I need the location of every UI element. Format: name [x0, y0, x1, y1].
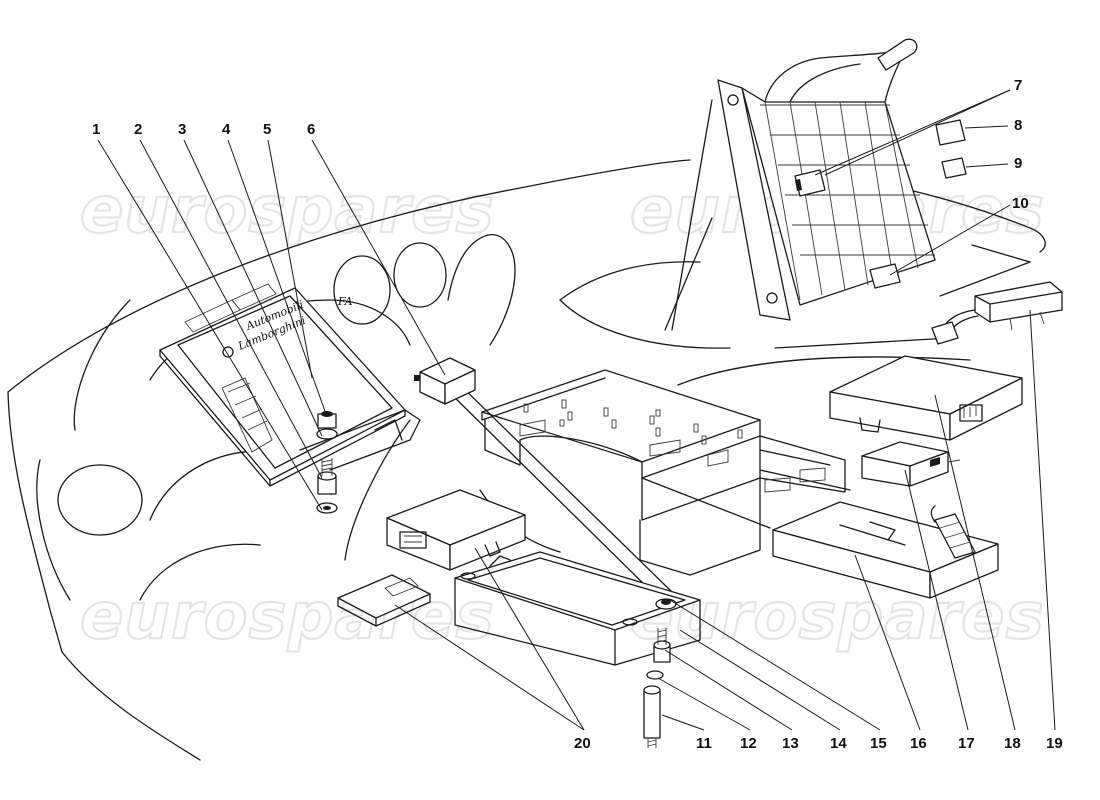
fasteners-1-4 — [316, 411, 338, 514]
ecu-20 — [337, 489, 526, 627]
fuse-relay-box — [664, 38, 967, 331]
callout-19: 19 — [1046, 735, 1063, 752]
callout-15: 15 — [870, 735, 887, 752]
tray-16 — [772, 501, 999, 599]
callout-1: 1 — [92, 121, 100, 138]
callout-3: 3 — [178, 121, 186, 138]
callout-labels: 1 2 3 4 5 6 7 8 9 10 11 12 13 14 15 16 1… — [92, 77, 1063, 752]
callout-13: 13 — [782, 735, 799, 752]
control-unit-18 — [829, 355, 1023, 441]
callout-9: 9 — [1014, 155, 1022, 172]
callout-12: 12 — [740, 735, 757, 752]
callout-16: 16 — [910, 735, 927, 752]
callout-7: 7 — [1014, 77, 1022, 94]
leader-lines — [97, 89, 1056, 731]
callout-18: 18 — [1004, 735, 1021, 752]
callout-8: 8 — [1014, 117, 1022, 134]
module-logo-suffix: FA — [337, 295, 353, 308]
bracket-frame — [441, 369, 851, 601]
dashboard-outline — [7, 159, 1046, 761]
callout-6: 6 — [307, 121, 315, 138]
main-control-unit: Automobili Lamborghini FA — [159, 283, 421, 487]
callout-14: 14 — [830, 735, 847, 752]
callout-10: 10 — [1012, 195, 1029, 212]
watermark-top-left: eurospares — [80, 174, 495, 248]
relay-6 — [414, 357, 476, 405]
tray-15 — [454, 551, 701, 666]
callout-11: 11 — [696, 735, 712, 752]
callout-17: 17 — [958, 735, 975, 752]
fasteners-11-14 — [643, 598, 677, 748]
callout-5: 5 — [263, 121, 271, 138]
relay-17 — [861, 441, 961, 487]
callout-2: 2 — [134, 121, 142, 138]
watermark-bottom-left: eurospares — [80, 580, 495, 654]
callout-20: 20 — [574, 735, 591, 752]
sensor-19 — [931, 281, 1063, 345]
callout-4: 4 — [222, 121, 231, 138]
